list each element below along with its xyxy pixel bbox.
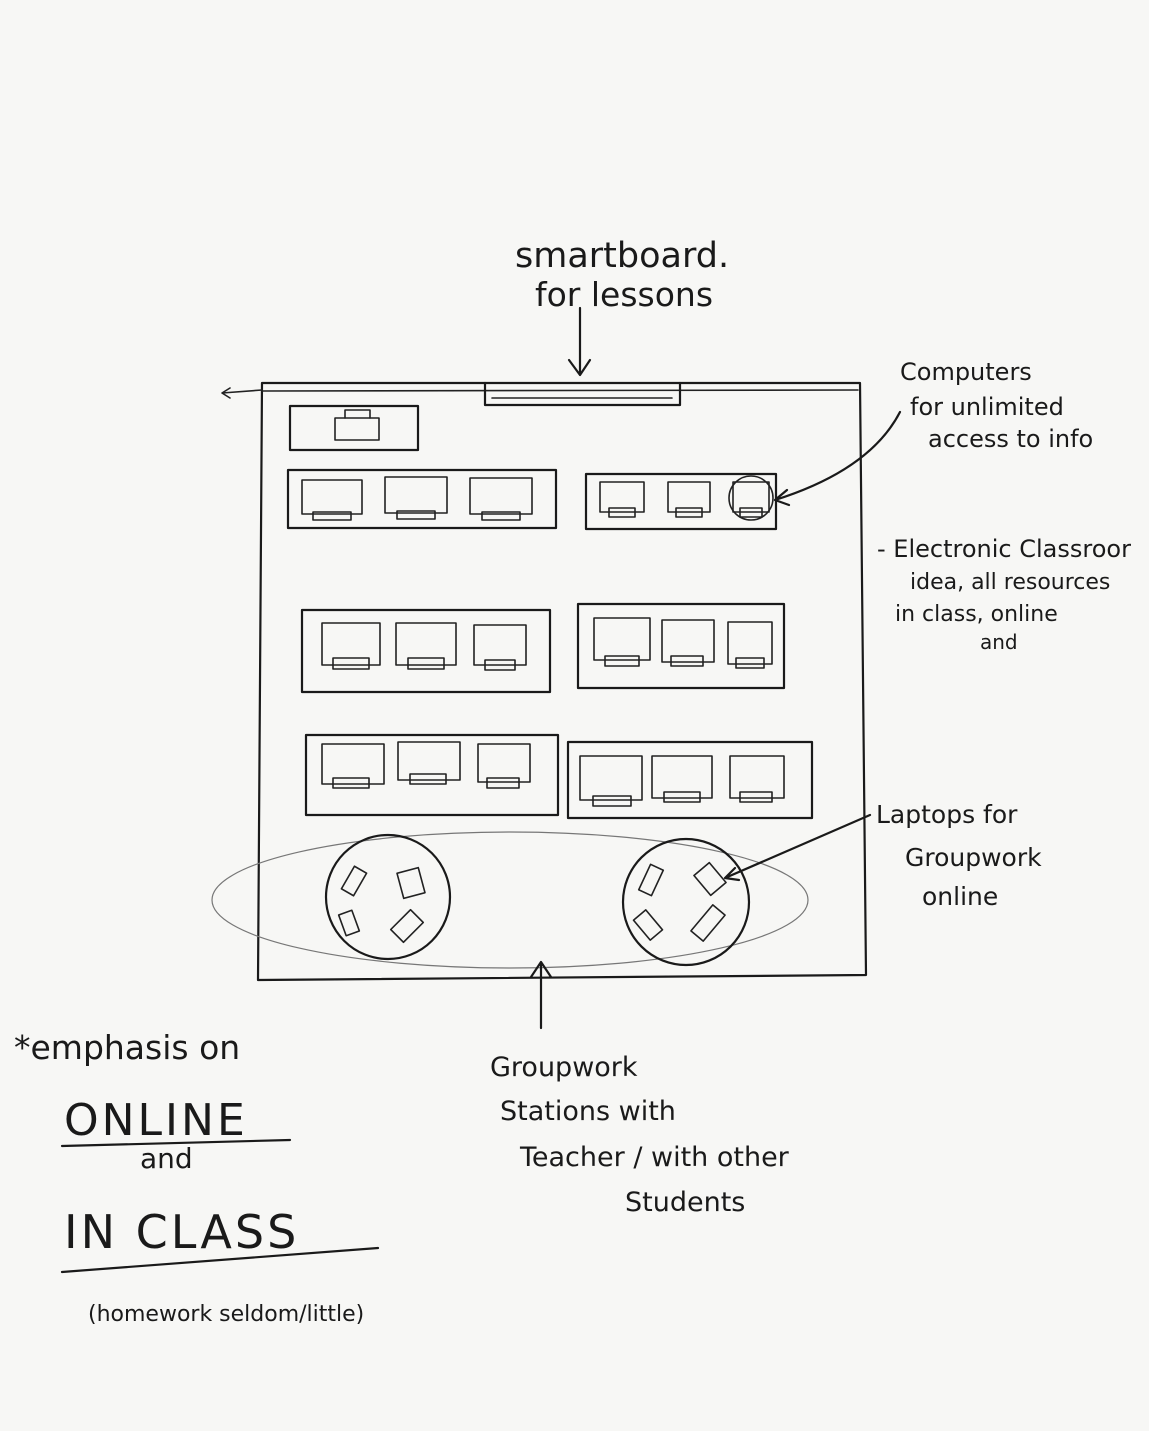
emphasis-and: and (140, 1142, 193, 1175)
teacher-desk (288, 404, 420, 452)
inclass-underline (60, 1246, 380, 1274)
desk-row-1-left (286, 468, 558, 530)
teacher-computer (334, 417, 380, 441)
homework-note: (homework seldom/little) (88, 1302, 365, 1327)
desk-row-3-right (566, 740, 814, 820)
groupwork-pointer (529, 960, 553, 1030)
groupwork-label-line4: Students (625, 1187, 746, 1218)
desk-row-2-left (300, 608, 552, 694)
computers-label-line2: for unlimited (910, 393, 1064, 421)
circled-computer (728, 475, 774, 521)
computers-pointer (773, 410, 902, 507)
desk-row-2-right (576, 602, 786, 690)
emphasis-in-class: IN CLASS (64, 1205, 300, 1259)
laptops-label-line1: Laptops for (876, 800, 1018, 829)
groupwork-label-line3: Teacher / with other (520, 1142, 789, 1173)
group-table-left (324, 833, 452, 961)
electronic-note-line1: - Electronic Classroor (877, 535, 1131, 563)
groupwork-label-line2: Stations with (500, 1096, 676, 1127)
laptops-label-line3: online (922, 882, 999, 911)
laptops-pointer (723, 813, 872, 882)
emphasis-online: ONLINE (64, 1095, 248, 1146)
group-table-right (621, 837, 751, 967)
door-arrow (221, 387, 263, 399)
emphasis-heading: *emphasis on (14, 1028, 241, 1067)
online-underline (60, 1138, 292, 1148)
desk-row-3-left (304, 733, 560, 817)
electronic-note-line3: in class, online (895, 602, 1058, 627)
room-top-edge (261, 389, 859, 392)
electronic-note-line4: and (980, 630, 1018, 654)
smartboard-arrow (567, 306, 592, 377)
smartboard (483, 381, 682, 407)
smartboard-label-line2: for lessons (535, 275, 714, 314)
computers-label-line3: access to info (928, 425, 1094, 453)
laptops-label-line2: Groupwork (905, 843, 1042, 872)
laptop-icons (337, 861, 727, 944)
electronic-note-line2: idea, all resources (910, 570, 1111, 595)
smartboard-label-line1: smartboard. (515, 236, 730, 276)
groupwork-area-outline (211, 831, 809, 969)
computers-label-line1: Computers (900, 358, 1032, 386)
groupwork-label-line1: Groupwork (490, 1052, 638, 1083)
room-outline (256, 381, 868, 982)
computer-monitors (301, 475, 785, 807)
